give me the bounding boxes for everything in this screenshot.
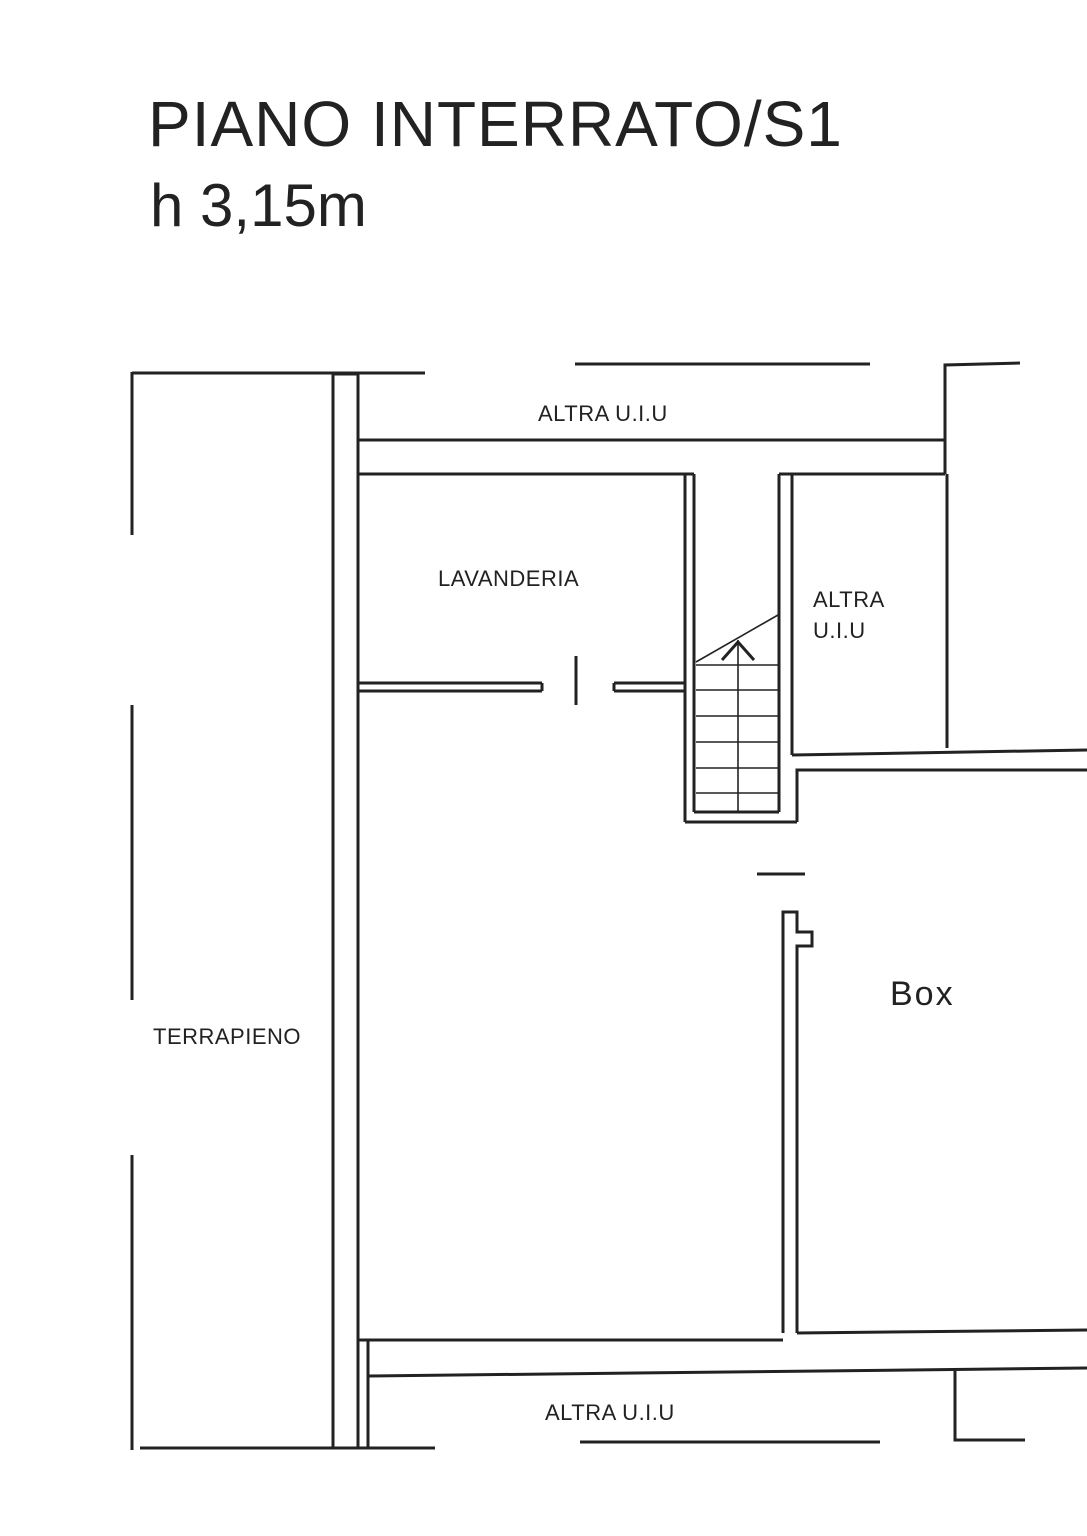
lavanderia-partition [358,656,685,705]
bottom-wall [358,1328,1087,1447]
stair-steps [695,614,779,812]
terrapieno-boundary [130,371,435,1450]
label-lavanderia: LAVANDERIA [438,566,580,591]
label-terrapieno: TERRAPIENO [153,1024,302,1049]
label-altra-uiu-bottom: ALTRA U.I.U [545,1400,675,1425]
plan-height-label: h 3,15m [150,172,367,239]
box-partition [757,872,814,1333]
label-altra-uiu-top: ALTRA U.I.U [538,401,668,426]
plan-title: PIANO INTERRATO/S1 [148,88,843,160]
label-altra-uiu-right-2: U.I.U [813,618,866,643]
label-altra-uiu-right-1: ALTRA [813,587,885,612]
left-wall [331,372,360,1447]
stairwell-walls [683,472,1087,824]
top-wall [358,361,1021,748]
label-box: Box [890,975,955,1013]
